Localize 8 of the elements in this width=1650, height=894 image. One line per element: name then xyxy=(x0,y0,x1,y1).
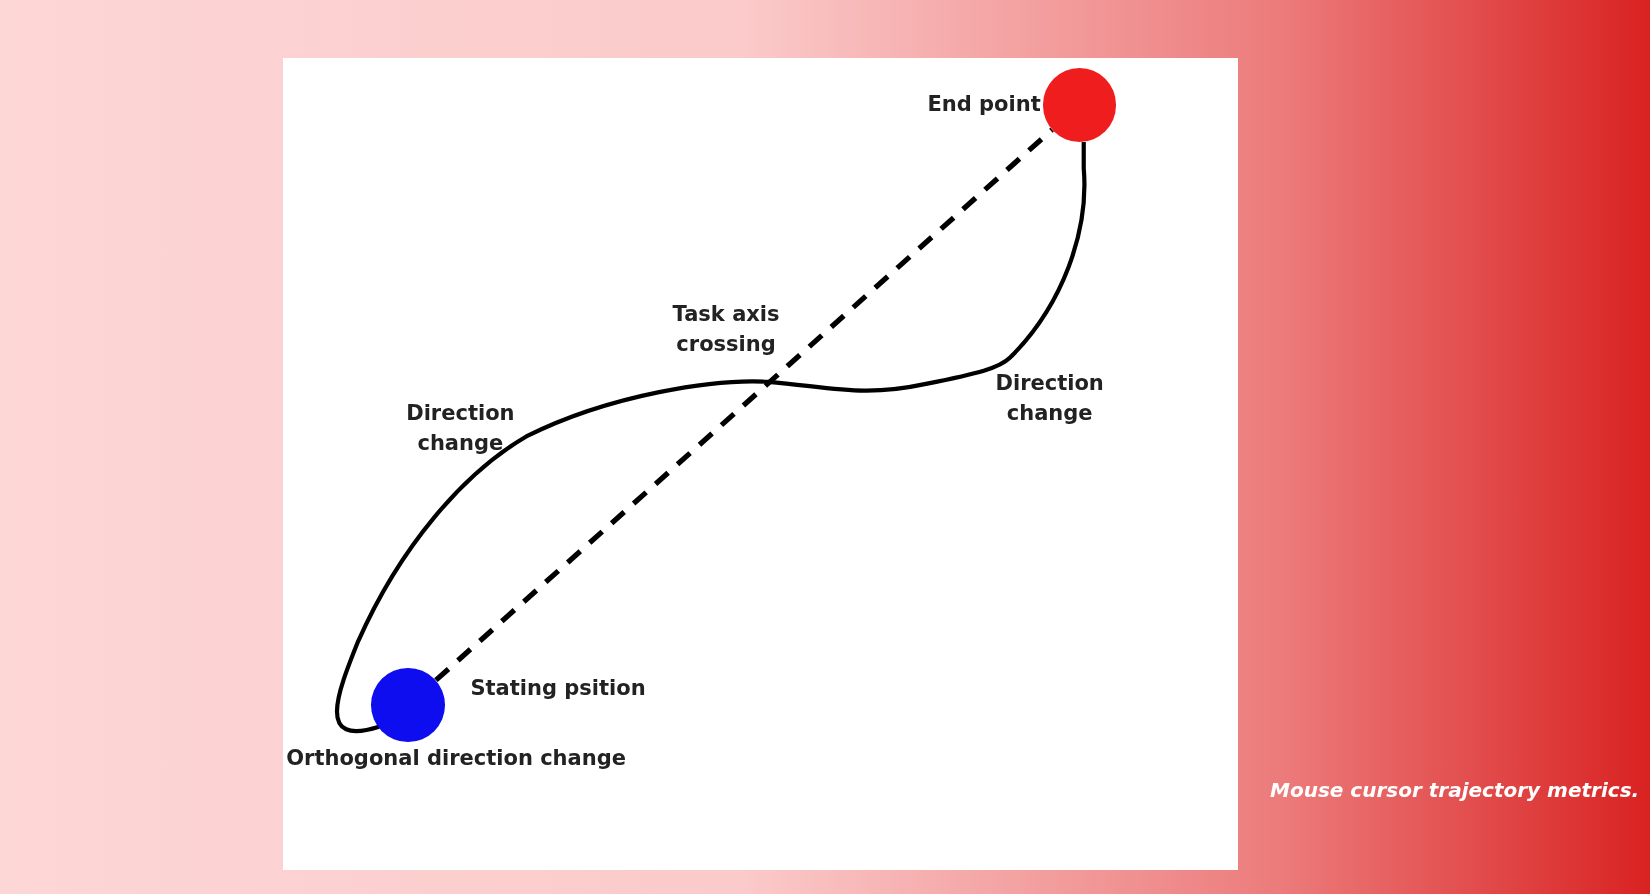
caption: Mouse cursor trajectory metrics. xyxy=(1270,777,1641,804)
annotation-label: Direction change xyxy=(405,399,516,457)
annotation-label: Direction change xyxy=(994,370,1105,428)
point-label: Stating psition xyxy=(470,675,647,703)
annotation-label: Task axis crossing xyxy=(671,300,781,358)
annotation-label: Orthogonal direction change xyxy=(286,744,627,772)
point-label: End point xyxy=(926,91,1041,119)
task-axis-line xyxy=(434,127,1054,683)
